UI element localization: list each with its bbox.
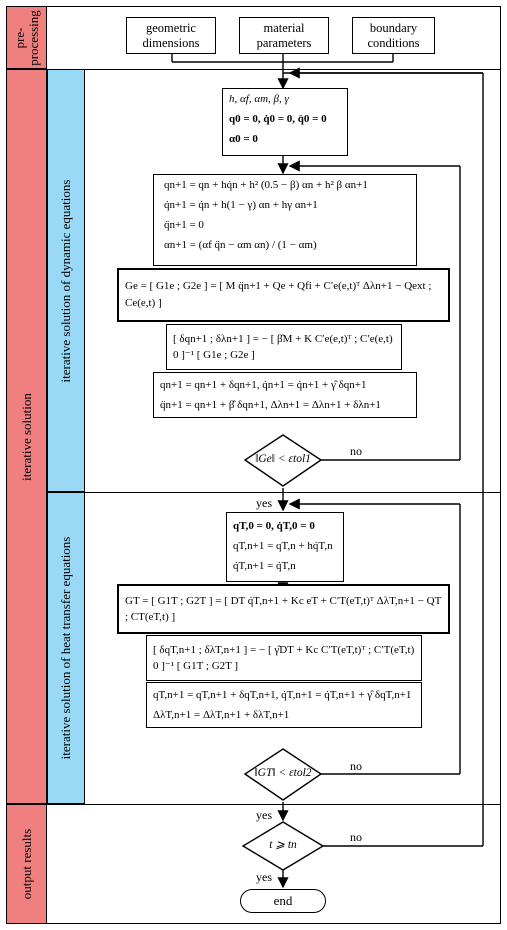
dyn-update-box: qn+1 = qn+1 + δqn+1, q̇n+1 = q̇n+1 + γ̂ …: [153, 372, 417, 418]
dyn-pred-line1: qn+1 = qn + hq̇n + h² (0.5 − β) αn + h² …: [164, 179, 368, 191]
dyn-newton-box: [ δqn+1 ; δλn+1 ] = − [ β̂M + K C′e(e,t)…: [166, 324, 402, 370]
preprocessing-band: pre-processing: [6, 6, 47, 69]
material-parameters-text: material parameters: [256, 20, 312, 50]
heat-update-line2: ΔλT,n+1 = ΔλT,n+1 + δλT,n+1: [153, 709, 290, 721]
heat-decision-diamond: [243, 748, 323, 801]
dyn-newton-eq: [ δqn+1 ; δλn+1 ] = − [ β̂M + K C′e(e,t)…: [173, 333, 393, 361]
boundary-conditions-box: boundary conditions: [352, 17, 435, 54]
dyn-update-line2: q̈n+1 = qn+1 + β̂ δqn+1, Δλn+1 = Δλn+1 +…: [160, 399, 381, 411]
end-label: end: [273, 893, 293, 908]
separator-dyn: [85, 492, 501, 493]
heat-pred-line1: qT,n+1 = qT,n + hq̇T,n: [233, 540, 333, 552]
heat-pred-line2: q̇T,n+1 = q̇T,n: [233, 560, 296, 572]
heat-update-box: qT,n+1 = qT,n+1 + δqT,n+1, q̇T,n+1 = q̇T…: [146, 682, 422, 728]
dyn-pred-line2: q̇n+1 = q̇n + h(1 − γ) αn + hγ αn+1: [164, 199, 318, 211]
heat-init-line1: qT,0 = 0, q̇T,0 = 0: [233, 520, 315, 532]
out-no-label: no: [350, 830, 362, 844]
heat-no-label: no: [350, 759, 362, 773]
dyn-init-line3: α0 = 0: [229, 133, 258, 145]
dyn-residual-eq: Ge = [ G1e ; G2e ] = [ M q̈n+1 + Qe + Qf…: [125, 280, 432, 309]
heat-init-box: qT,0 = 0, q̇T,0 = 0 qT,n+1 = qT,n + hq̇T…: [226, 512, 344, 582]
dyn-predictor-box: qn+1 = qn + hq̇n + h² (0.5 − β) αn + h² …: [153, 174, 417, 266]
dyn-init-box: h, αf, αm, β, γ q0 = 0, q̇0 = 0, q̈0 = 0…: [222, 88, 348, 156]
heat-yes-label: yes: [256, 808, 272, 822]
heat-residual-eq: GT = [ G1T ; G2T ] = [ DT q̇T,n+1 + Kc e…: [125, 595, 442, 623]
heat-newton-box: [ δqT,n+1 ; δλT,n+1 ] = − [ γ̂DT + Kc C′…: [146, 635, 422, 681]
material-parameters-box: material parameters: [239, 17, 329, 54]
separator-pre: [47, 69, 501, 70]
dyn-decision-diamond: [243, 434, 323, 487]
dyn-pred-line3: q̈n+1 = 0: [164, 219, 204, 231]
dyn-yes-label: yes: [256, 496, 272, 510]
dyn-init-line2: q0 = 0, q̇0 = 0, q̈0 = 0: [229, 113, 327, 125]
iterative-solution-band: iterative solution: [6, 69, 47, 804]
boundary-conditions-text: boundary conditions: [367, 20, 420, 50]
geometric-dimensions-text: geometric dimensions: [142, 20, 200, 50]
out-yes-label: yes: [256, 870, 272, 884]
heat-residual-box: GT = [ G1T ; G2T ] = [ DT q̇T,n+1 + Kc e…: [117, 584, 450, 634]
heat-condition-text: ‖GT‖ < εtol2: [254, 767, 312, 779]
heat-newton-eq: [ δqT,n+1 ; δλT,n+1 ] = − [ γ̂DT + Kc C′…: [153, 644, 415, 672]
end-terminal: end: [240, 889, 326, 913]
separator-out: [47, 804, 501, 805]
geometric-dimensions-box: geometric dimensions: [126, 17, 216, 54]
dyn-pred-line4: αn+1 = (αf q̈n − αm αn) / (1 − αm): [164, 239, 317, 251]
dyn-residual-box: Ge = [ G1e ; G2e ] = [ M q̈n+1 + Qe + Qf…: [117, 268, 450, 322]
dyn-no-label: no: [350, 444, 362, 458]
dyn-init-line1: h, αf, αm, β, γ: [229, 93, 289, 105]
heat-band: iterative solution of heat transfer equa…: [47, 492, 85, 804]
dyn-update-line1: qn+1 = qn+1 + δqn+1, q̇n+1 = q̇n+1 + γ̂ …: [160, 379, 367, 391]
dyn-condition-text: ‖Ge‖ < εtol1: [255, 453, 311, 465]
out-decision-diamond: [241, 821, 325, 871]
heat-update-line1: qT,n+1 = qT,n+1 + δqT,n+1, q̇T,n+1 = q̇T…: [153, 689, 412, 701]
output-results-band: output results: [6, 804, 47, 924]
out-condition-text: t ⩾ tn: [269, 839, 297, 851]
